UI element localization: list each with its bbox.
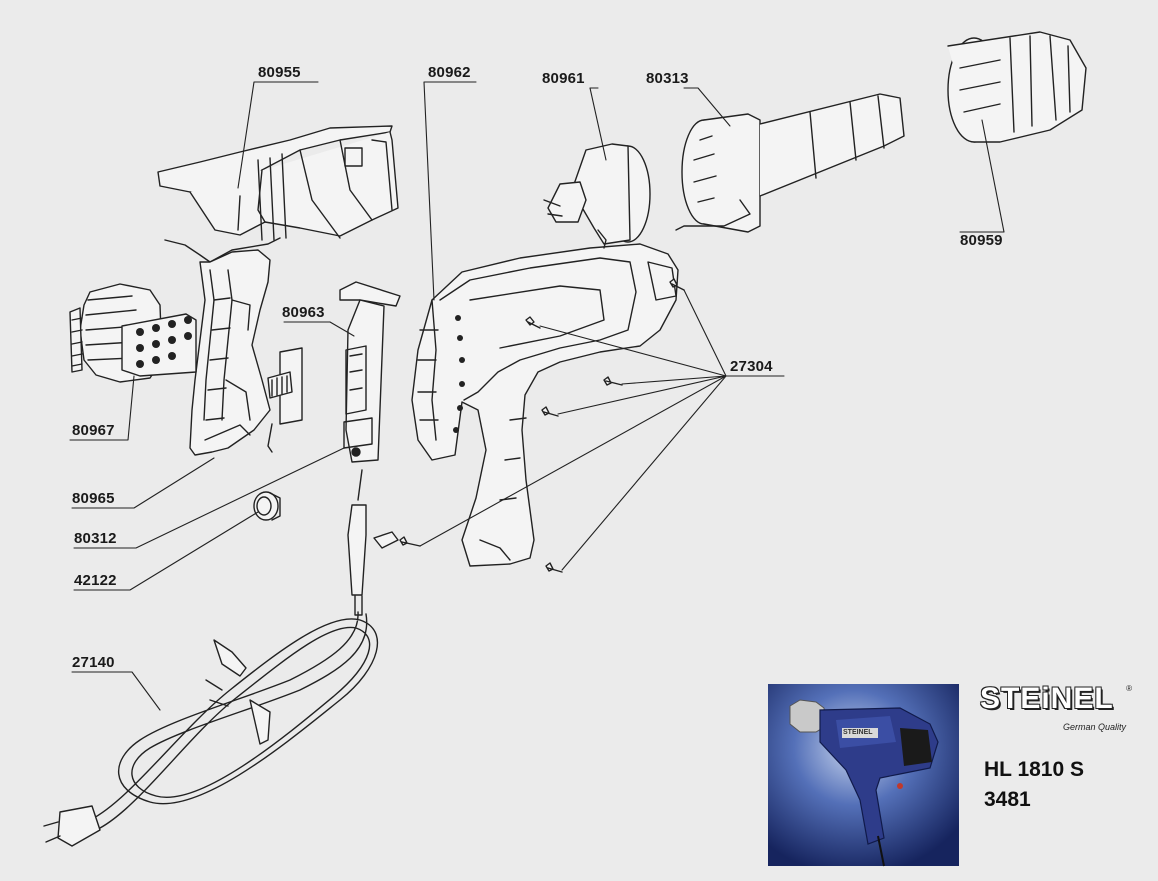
part-27304-screws — [373, 278, 685, 573]
article-number: 3481 — [984, 788, 1031, 811]
product-photo-heat-gun — [768, 684, 959, 867]
label-80955: 80955 — [258, 64, 301, 81]
label-42122: 42122 — [74, 572, 117, 589]
registered-mark: ® — [1126, 684, 1132, 693]
part-80955-housing-shell — [157, 125, 399, 263]
label-80959: 80959 — [960, 232, 1003, 249]
brand-tagline: German Quality — [1062, 722, 1126, 732]
label-80962: 80962 — [428, 64, 471, 81]
label-80312: 80312 — [74, 530, 117, 547]
photo-badge: STEINEL — [843, 729, 873, 736]
part-80967-rear-grille — [69, 283, 197, 383]
label-27140: 27140 — [72, 654, 115, 671]
label-80965: 80965 — [72, 490, 115, 507]
label-80313: 80313 — [646, 70, 689, 87]
part-80962-housing-half — [411, 243, 679, 567]
brand-logo: STEiNEL ® German Quality — [980, 682, 1132, 734]
brand-wordmark: STEiNEL — [980, 682, 1114, 715]
part-27140-power-cord — [43, 611, 379, 847]
part-80959-nozzle-cap — [947, 31, 1087, 143]
label-80967: 80967 — [72, 422, 115, 439]
leader-lines — [69, 81, 1005, 711]
part-left-grip-shell — [189, 249, 271, 456]
label-80963: 80963 — [282, 304, 325, 321]
part-80965-switch-slider — [267, 347, 303, 453]
label-27304: 27304 — [730, 358, 773, 375]
part-80313-heating-element — [675, 93, 905, 233]
label-80961: 80961 — [542, 70, 585, 87]
part-80963-circuit-board — [339, 281, 401, 616]
part-42122-knob — [253, 491, 281, 521]
model-name: HL 1810 S — [984, 758, 1085, 781]
part-80961-fan-motor — [543, 143, 651, 249]
